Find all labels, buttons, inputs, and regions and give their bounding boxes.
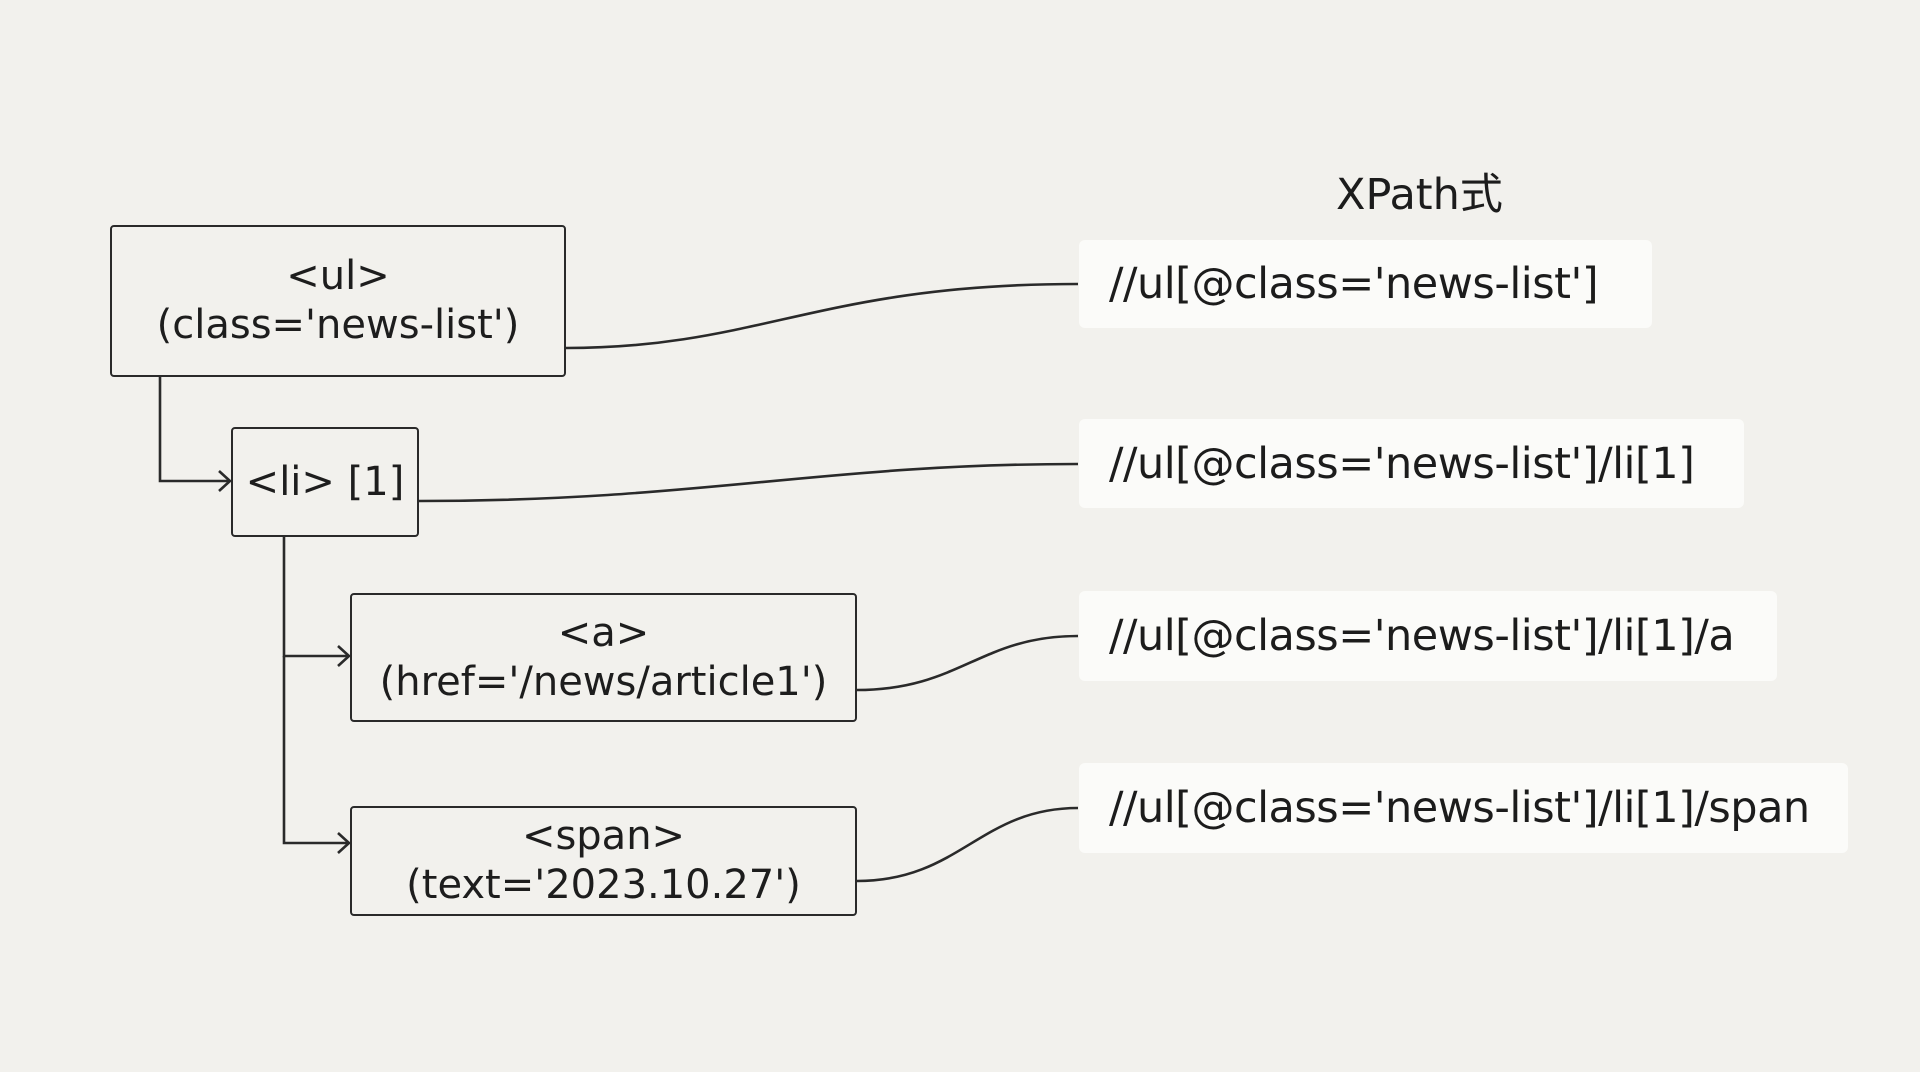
xpath-expression-span: //ul[@class='news-list']/li[1]/span (1079, 763, 1848, 853)
xpath-column-title: XPath式 (1336, 170, 1503, 220)
arrow-head-a (337, 645, 351, 667)
xpath-expression-li: //ul[@class='news-list']/li[1] (1079, 419, 1744, 508)
node-ul-tag: <ul> (286, 253, 390, 300)
node-span: <span> (text='2023.10.27') (350, 806, 857, 916)
node-span-attr: (text='2023.10.27') (406, 862, 801, 908)
node-a: <a> (href='/news/article1') (350, 593, 857, 722)
tree-connector-ul-li (158, 376, 229, 483)
arrow-head-span (337, 832, 351, 854)
xpath-expression-a: //ul[@class='news-list']/li[1]/a (1079, 591, 1777, 681)
tree-connector-li-a (282, 536, 348, 658)
tree-connector-li-span (282, 656, 348, 845)
node-ul: <ul> (class='news-list') (110, 225, 566, 377)
mapping-curve-a (856, 634, 1079, 692)
node-li: <li> [1] (231, 427, 419, 537)
arrow-head-li (218, 470, 232, 492)
xpath-expression-ul: //ul[@class='news-list'] (1079, 240, 1652, 328)
node-a-tag: <a> (557, 609, 650, 656)
mapping-curve-li (418, 462, 1079, 503)
node-a-attr: (href='/news/article1') (379, 658, 828, 705)
node-ul-attr: (class='news-list') (156, 302, 520, 348)
mapping-curve-span (856, 806, 1079, 883)
node-li-tag: <li> [1] (245, 458, 405, 505)
mapping-curve-ul (565, 282, 1079, 350)
node-span-tag: <span> (521, 813, 686, 860)
